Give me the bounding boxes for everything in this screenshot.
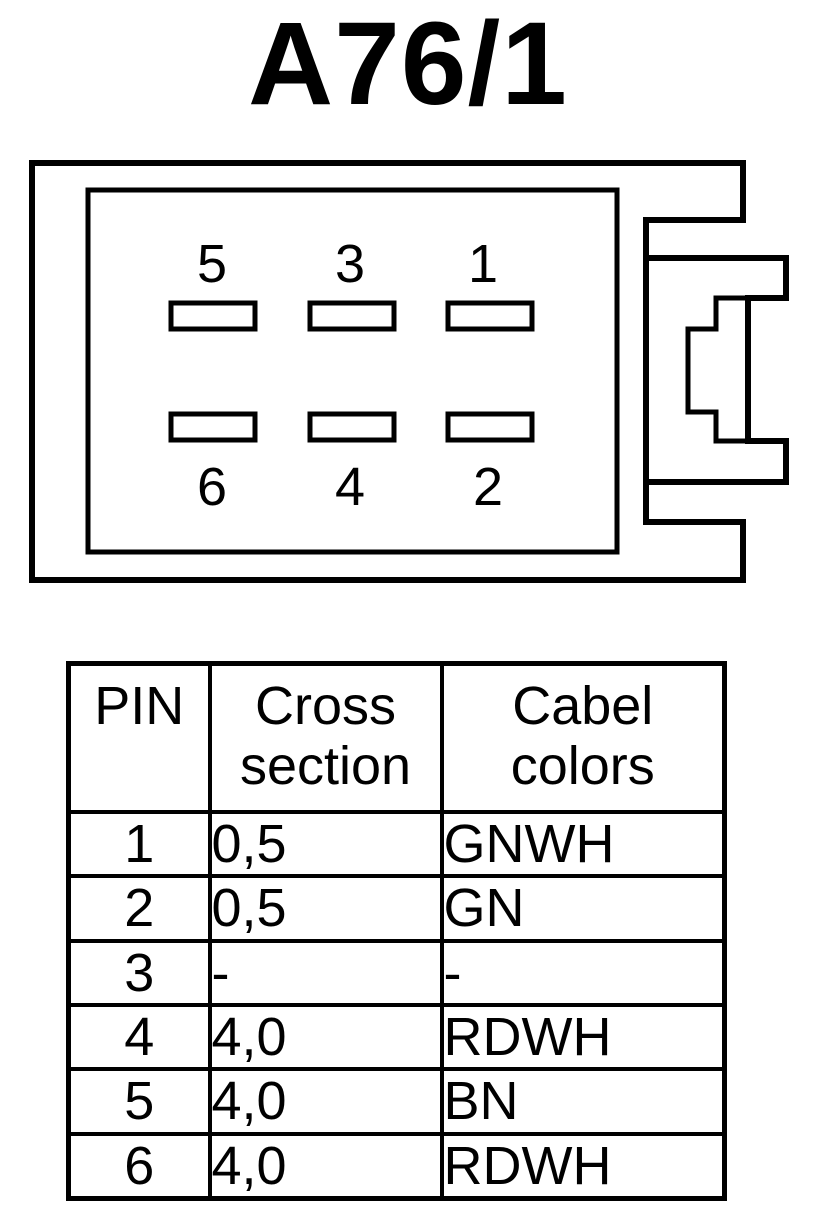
pin-number: 6 bbox=[66, 1131, 212, 1201]
connector-title: A76/1 bbox=[248, 0, 568, 130]
pin-terminal bbox=[445, 411, 535, 443]
pin-number: 4 bbox=[66, 1002, 212, 1072]
cross-section-value: 4,0 bbox=[207, 1002, 444, 1072]
cable-color-value: - bbox=[439, 938, 727, 1007]
table-row: 3 - - bbox=[66, 938, 727, 1007]
pin-label-top-2: 3 bbox=[335, 234, 365, 294]
connector-pin-cavity bbox=[85, 187, 620, 555]
pin-terminal bbox=[307, 300, 397, 332]
pin-terminal bbox=[445, 300, 535, 332]
pin-number: 5 bbox=[66, 1067, 212, 1136]
cross-section-value: 0,5 bbox=[207, 809, 444, 879]
pin-number: 3 bbox=[66, 938, 212, 1007]
connector-latch-tab bbox=[685, 295, 748, 444]
cross-section-value: 4,0 bbox=[207, 1131, 444, 1201]
cable-color-value: GNWH bbox=[439, 809, 727, 879]
cross-section-value: 4,0 bbox=[207, 1067, 444, 1136]
header-cross-section: Cross section bbox=[207, 661, 444, 814]
pin-label-bottom-3: 2 bbox=[473, 457, 503, 517]
table-row: 2 0,5 GN bbox=[66, 874, 727, 943]
connector-housing-outline bbox=[29, 160, 746, 583]
pin-label-top-1: 5 bbox=[197, 234, 227, 294]
table-header-row: PIN Cross section Cabel colors bbox=[66, 661, 727, 814]
table-row: 4 4,0 RDWH bbox=[66, 1002, 727, 1072]
header-pin: PIN bbox=[66, 661, 212, 814]
table-row: 6 4,0 RDWH bbox=[66, 1131, 727, 1201]
pin-label-top-3: 1 bbox=[468, 234, 498, 294]
table-row: 1 0,5 GNWH bbox=[66, 809, 727, 879]
connector-drawing: 5 3 1 6 4 2 bbox=[29, 160, 789, 583]
pin-terminal bbox=[307, 411, 397, 443]
cross-section-value: - bbox=[207, 938, 444, 1007]
cable-color-value: BN bbox=[439, 1067, 727, 1136]
cross-section-value: 0,5 bbox=[207, 874, 444, 943]
cable-color-value: RDWH bbox=[439, 1002, 727, 1072]
pin-label-bottom-2: 4 bbox=[335, 457, 365, 517]
pin-number: 1 bbox=[66, 809, 212, 879]
pin-terminal bbox=[168, 300, 258, 332]
cable-color-value: RDWH bbox=[439, 1131, 727, 1201]
pin-assignment-table: PIN Cross section Cabel colors 1 0,5 GNW… bbox=[66, 661, 727, 1201]
pin-terminal bbox=[168, 411, 258, 443]
cable-color-value: GN bbox=[439, 874, 727, 943]
pin-label-bottom-1: 6 bbox=[197, 457, 227, 517]
header-cable-colors: Cabel colors bbox=[439, 661, 727, 814]
table-row: 5 4,0 BN bbox=[66, 1067, 727, 1136]
pin-number: 2 bbox=[66, 874, 212, 943]
connector-latch bbox=[646, 255, 789, 485]
